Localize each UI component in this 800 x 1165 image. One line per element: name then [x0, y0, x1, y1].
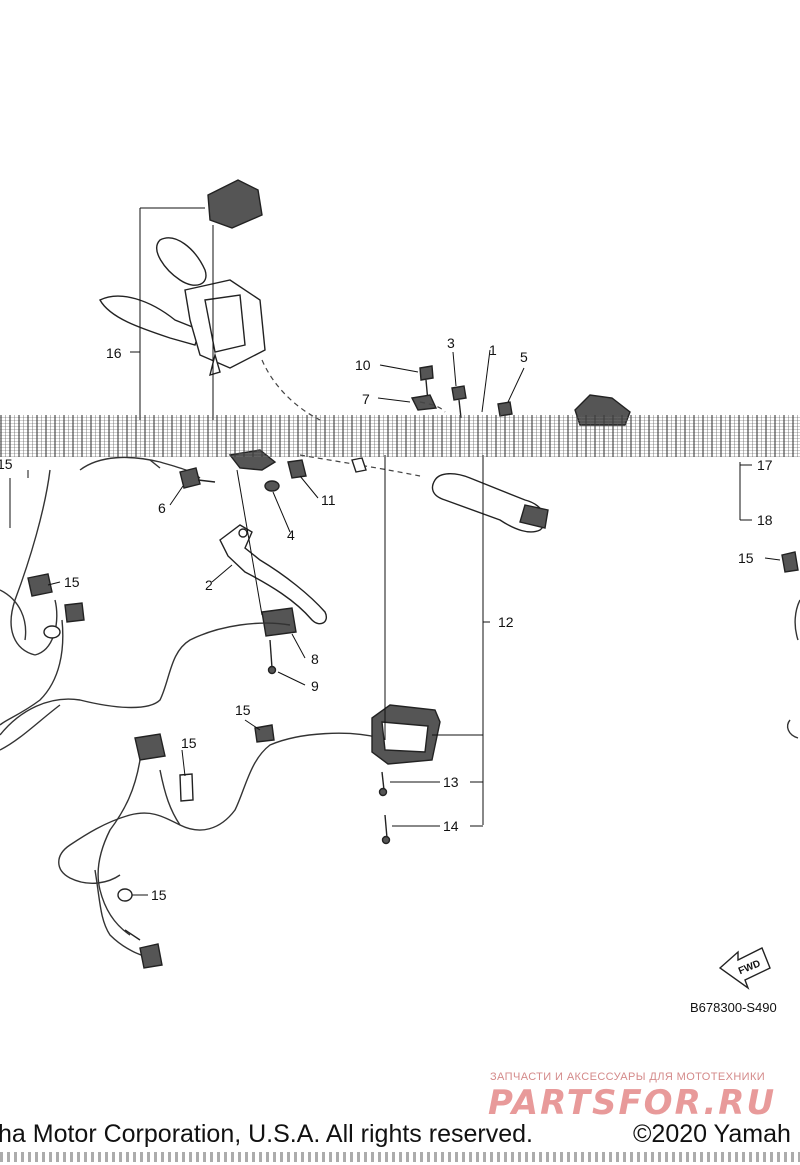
left-wire-harness	[0, 469, 85, 726]
callout-label: 10	[355, 357, 371, 373]
callout-label: 15	[151, 887, 167, 903]
switch-housing	[371, 704, 441, 845]
watermark-logo: PARTSFOR.RU	[488, 1083, 777, 1123]
lower-wire-harness	[0, 622, 381, 969]
callout-label: 15	[738, 550, 754, 566]
callout-label: 18	[757, 512, 773, 528]
callout-label: 11	[321, 492, 336, 508]
callout-label: 17	[757, 457, 773, 473]
callout-label: 16	[106, 345, 122, 361]
scan-artifact-band	[0, 415, 800, 457]
callout-label: 6	[158, 500, 166, 516]
callout-labels: 1 2 3 4 5 6 7 8 9 10 11 12 13 14 15 15 1…	[0, 335, 773, 903]
callout-label: 2	[205, 577, 213, 593]
callout-label: 15	[0, 456, 13, 472]
callout-label: 8	[311, 651, 319, 667]
small-fasteners	[410, 365, 513, 419]
callout-label: 15	[235, 702, 251, 718]
callout-label: 9	[311, 678, 319, 694]
throttle-grip	[299, 454, 549, 533]
callout-label: 13	[443, 774, 459, 790]
callout-label: 4	[287, 527, 295, 543]
callout-label: 7	[362, 391, 370, 407]
right-fragments	[781, 551, 800, 739]
fwd-arrow-icon: FWD	[718, 947, 771, 990]
copyright-text: ha Motor Corporation, U.S.A. All rights …	[0, 1120, 533, 1148]
lever-holder-assembly	[99, 179, 321, 421]
callout-label: 5	[520, 349, 528, 365]
callout-label: 12	[498, 614, 514, 630]
callout-label: 1	[489, 342, 497, 358]
bottom-scan-artifact	[0, 1152, 800, 1162]
clutch-lever	[219, 524, 327, 625]
diagram-code: B678300-S490	[690, 1000, 777, 1015]
copyright-year: ©2020 Yamah	[633, 1120, 791, 1148]
callout-label: 3	[447, 335, 455, 351]
callout-label: 15	[181, 735, 197, 751]
leader-lines	[9, 207, 781, 896]
lever-switch	[261, 607, 297, 675]
callout-label: 14	[443, 818, 459, 834]
callout-label: 15	[64, 574, 80, 590]
watermark-tagline: ЗАПЧАСТИ И АКСЕССУАРЫ ДЛЯ МОТОТЕХНИКИ	[490, 1071, 766, 1083]
